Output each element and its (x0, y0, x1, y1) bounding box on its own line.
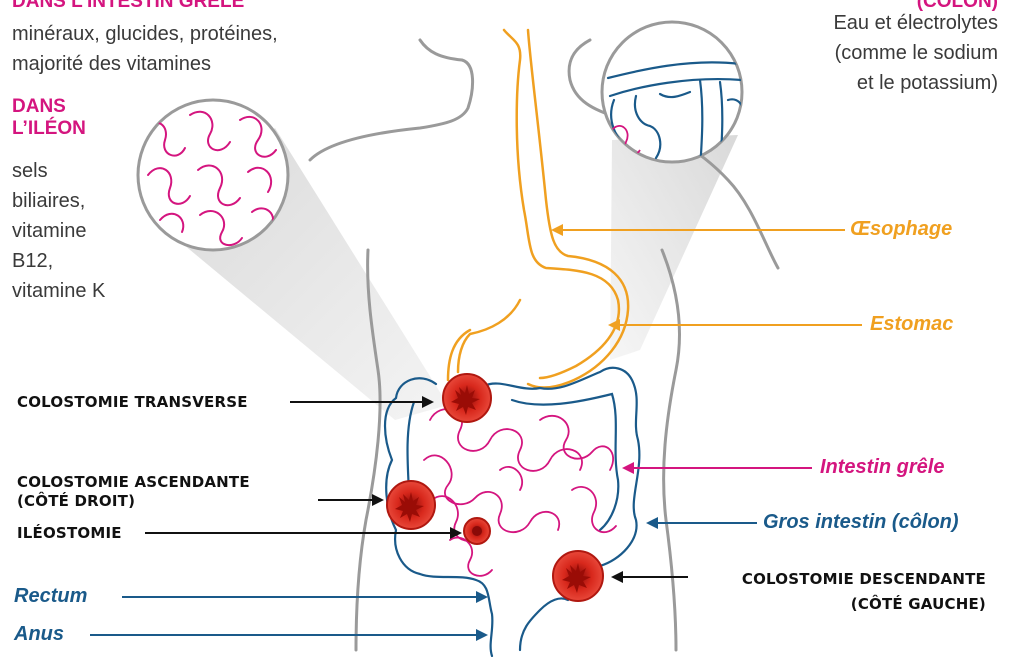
label-transverse-colostomy: COLOSTOMIE TRANSVERSE (17, 393, 248, 412)
small-intestine (424, 409, 616, 576)
label-esophagus: Œsophage (850, 218, 952, 241)
label-stomach: Estomac (870, 313, 953, 336)
ileum-absorbs-line5: vitamine K (12, 278, 105, 304)
label-anus: Anus (14, 623, 64, 646)
label-small-intestine: Intestin grêle (820, 456, 944, 479)
ileum-absorbs-line2: biliaires, (12, 188, 85, 214)
stoma-transverse (443, 374, 491, 422)
colon-absorbs-line2: (comme le sodium (835, 40, 998, 66)
ileum-absorbs-line4: B12, (12, 248, 53, 274)
label-rectum: Rectum (14, 585, 87, 608)
ileum-heading-line1: DANS (12, 96, 66, 118)
colon-absorbs-line1: Eau et électrolytes (833, 10, 998, 36)
label-large-intestine: Gros intestin (côlon) (763, 511, 959, 534)
ileum-absorbs-line3: vitamine (12, 218, 86, 244)
ileum-heading-line2: L’ILÉON (12, 118, 86, 140)
stoma-descending (553, 551, 603, 601)
ileum-magnifier (138, 100, 288, 250)
ileum-absorbs-line1: sels (12, 158, 48, 184)
stoma-ascending (387, 481, 435, 529)
small-intestine-absorbs-line2: majorité des vitamines (12, 51, 211, 77)
label-descending-colostomy-line1: COLOSTOMIE DESCENDANTE (742, 570, 986, 589)
small-intestine-heading: DANS L’INTESTIN GRÊLE (12, 0, 244, 13)
label-descending-colostomy-line2: (CÔTÉ GAUCHE) (851, 595, 986, 614)
label-ascending-colostomy-line2: (CÔTÉ DROIT) (17, 492, 135, 511)
small-intestine-absorbs-line1: minéraux, glucides, protéines, (12, 21, 278, 47)
stoma-ileostomy (464, 518, 490, 544)
colon-absorbs-line3: et le potassium) (857, 70, 998, 96)
label-ileostomy: ILÉOSTOMIE (17, 524, 122, 543)
label-ascending-colostomy-line1: COLOSTOMIE ASCENDANTE (17, 473, 250, 492)
